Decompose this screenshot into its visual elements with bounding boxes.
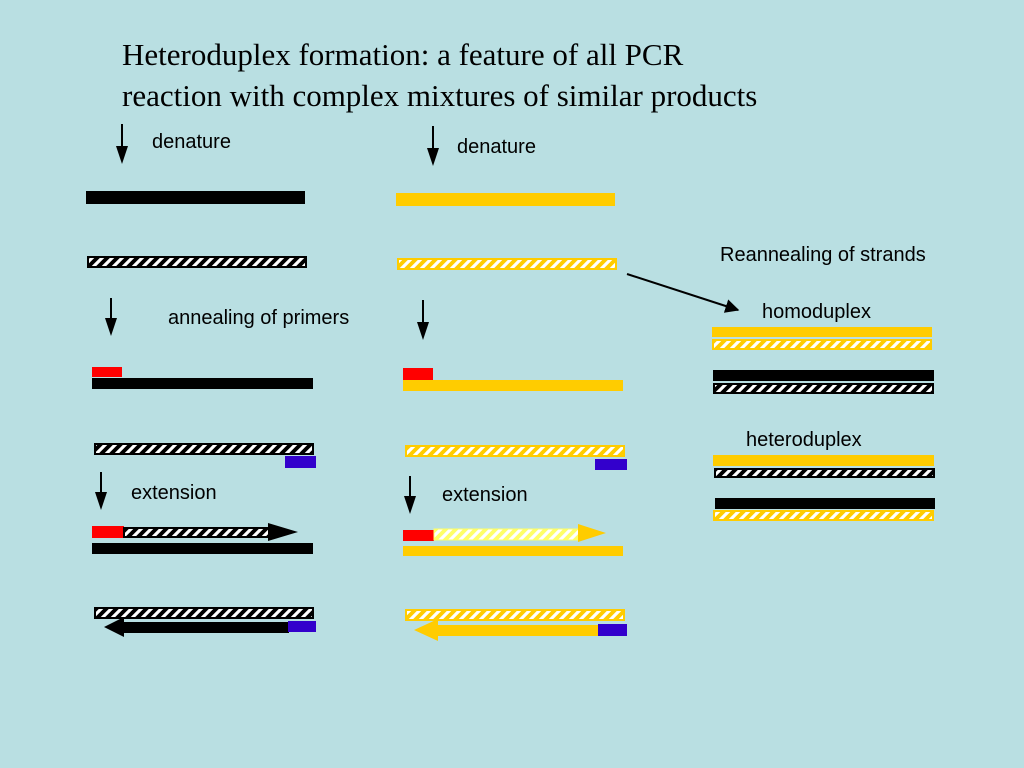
extension-arrowhead-mid: [578, 524, 606, 542]
forward-primer-left: [92, 367, 122, 377]
extension-arrowhead-left: [268, 523, 298, 541]
heteroduplex-hatched-yellow-strand: [713, 510, 934, 521]
label-denature-left: denature: [152, 131, 231, 153]
yellow-strand-denatured: [396, 193, 615, 206]
label-annealing-primers: annealing of primers: [168, 307, 350, 329]
new-black-strand-left: [123, 622, 289, 633]
new-yellow-strand-mid: [436, 625, 599, 636]
title-line-2: reaction with complex mixtures of simila…: [122, 78, 758, 113]
homoduplex-yellow-strand: [712, 327, 932, 337]
label-denature-mid: denature: [457, 136, 536, 158]
hatched-black-strand-annealed: [94, 443, 314, 455]
reverse-primer-extended-left: [288, 621, 316, 632]
reverse-primer-extended-mid: [598, 624, 627, 636]
label-homoduplex: homoduplex: [762, 301, 871, 323]
forward-primer-extended-mid: [403, 530, 434, 541]
down-arrow-denature-left: [116, 124, 128, 164]
yellow-strand-extension-template: [403, 546, 623, 556]
new-hatched-strand-left: [123, 527, 270, 538]
reverse-extension-arrowhead-left: [104, 617, 124, 637]
title-line-1: Heteroduplex formation: a feature of all…: [122, 37, 684, 72]
reverse-extension-arrowhead-mid: [414, 619, 438, 641]
heteroduplex-hatched-black-strand: [714, 468, 935, 478]
label-extension-left: extension: [131, 482, 217, 504]
hatched-yellow-strand-extension-template: [405, 609, 625, 621]
down-arrow-annealing-left: [105, 298, 117, 336]
black-strand-denatured: [86, 191, 305, 204]
heteroduplex-black-strand: [715, 498, 935, 509]
label-heteroduplex: heteroduplex: [746, 429, 862, 451]
reverse-primer-mid: [595, 459, 627, 470]
slide-title: Heteroduplex formation: a feature of all…: [122, 34, 882, 116]
reverse-primer-left: [285, 456, 316, 468]
down-arrow-extension-left: [95, 472, 107, 510]
down-arrow-denature-mid: [427, 126, 439, 166]
homoduplex-hatched-yellow-strand: [712, 339, 932, 350]
label-extension-mid: extension: [442, 484, 528, 506]
black-strand-annealed: [92, 378, 313, 389]
reannealing-arrow: [626, 273, 740, 313]
hatched-black-strand-extension-template: [94, 607, 314, 619]
homoduplex-black-strand: [713, 370, 934, 381]
label-reannealing: Reannealing of strands: [720, 244, 926, 266]
down-arrow-annealing-mid: [417, 300, 429, 340]
black-strand-extension-template: [92, 543, 313, 554]
yellow-strand-annealed: [403, 380, 623, 391]
hatched-yellow-strand-denatured: [397, 258, 617, 270]
down-arrow-extension-mid: [404, 476, 416, 514]
hatched-yellow-strand-annealed: [405, 445, 625, 457]
forward-primer-extended-left: [92, 526, 124, 538]
new-hatched-strand-mid: [433, 528, 580, 541]
homoduplex-hatched-black-strand: [713, 383, 934, 394]
hatched-black-strand-denatured: [87, 256, 307, 268]
forward-primer-mid: [403, 368, 433, 380]
heteroduplex-yellow-strand: [713, 455, 934, 466]
